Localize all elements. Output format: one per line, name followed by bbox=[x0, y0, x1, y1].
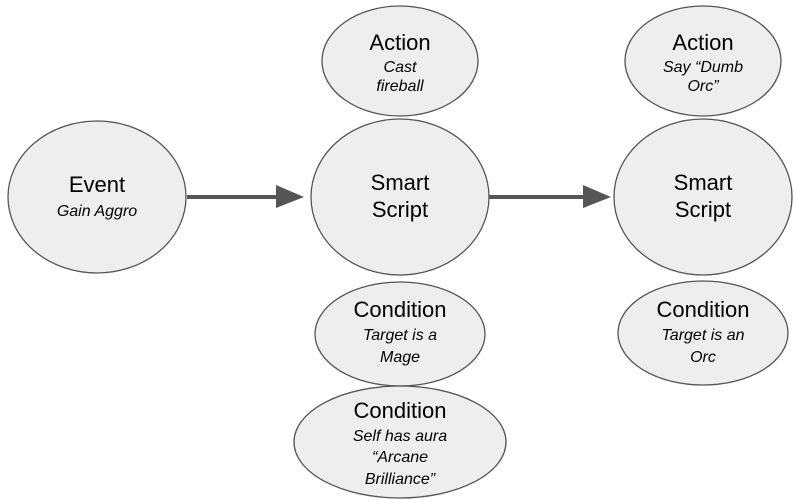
event-node-shape bbox=[7, 120, 187, 274]
condition-node-3-shape bbox=[617, 280, 789, 386]
condition-node-3-title: Condition bbox=[657, 297, 750, 322]
action-node-2-subtitle-line-1: Say “Dumb bbox=[663, 59, 743, 76]
condition-node-2-subtitle-line-2: “Arcane bbox=[372, 449, 428, 466]
condition-node-1-title: Condition bbox=[354, 297, 447, 322]
smart-script-node-1: Smart Script bbox=[310, 118, 490, 276]
smart-script-node-1-line-1: Smart bbox=[371, 170, 430, 195]
condition-node-3-subtitle-line-2: Orc bbox=[690, 349, 716, 366]
edge-event-to-smart-script-1 bbox=[187, 185, 304, 208]
smart-script-node-2-shape bbox=[613, 118, 793, 276]
event-node: Event Gain Aggro bbox=[7, 120, 187, 274]
smart-script-node-2-line-1: Smart bbox=[674, 170, 733, 195]
smart-script-node-2: Smart Script bbox=[613, 118, 793, 276]
action-node-1: Action Cast fireball bbox=[321, 5, 479, 117]
condition-node-2-subtitle-line-3: Brilliance” bbox=[365, 471, 436, 488]
action-node-2-shape bbox=[624, 5, 782, 117]
action-node-2: Action Say “Dumb Orc” bbox=[624, 5, 782, 117]
arrowhead-icon bbox=[276, 185, 304, 208]
action-node-1-subtitle-line-2: fireball bbox=[376, 78, 424, 95]
condition-node-2-subtitle-line-1: Self has aura bbox=[353, 428, 447, 445]
condition-node-3: Condition Target is an Orc bbox=[617, 280, 789, 386]
condition-node-2-shape bbox=[293, 385, 507, 499]
action-node-2-title: Action bbox=[672, 30, 733, 55]
action-node-1-shape bbox=[321, 5, 479, 117]
event-node-subtitle: Gain Aggro bbox=[57, 203, 137, 220]
condition-node-2: Condition Self has aura “Arcane Brillian… bbox=[293, 385, 507, 499]
condition-node-1-subtitle-line-2: Mage bbox=[380, 349, 420, 366]
condition-node-1: Condition Target is a Mage bbox=[314, 281, 486, 387]
action-node-1-subtitle-line-1: Cast bbox=[384, 59, 417, 76]
condition-node-3-subtitle-line-1: Target is an bbox=[661, 327, 744, 344]
event-node-title: Event bbox=[69, 172, 125, 197]
action-node-1-title: Action bbox=[369, 30, 430, 55]
smart-script-node-1-shape bbox=[310, 118, 490, 276]
condition-node-2-title: Condition bbox=[354, 398, 447, 423]
smart-script-node-1-line-2: Script bbox=[372, 197, 428, 222]
condition-node-1-subtitle-line-1: Target is a bbox=[363, 327, 437, 344]
smart-script-node-2-line-2: Script bbox=[675, 197, 731, 222]
arrowhead-icon bbox=[583, 185, 611, 208]
edge-smart-script-1-to-smart-script-2 bbox=[489, 185, 611, 208]
action-node-2-subtitle-line-2: Orc” bbox=[687, 78, 719, 95]
